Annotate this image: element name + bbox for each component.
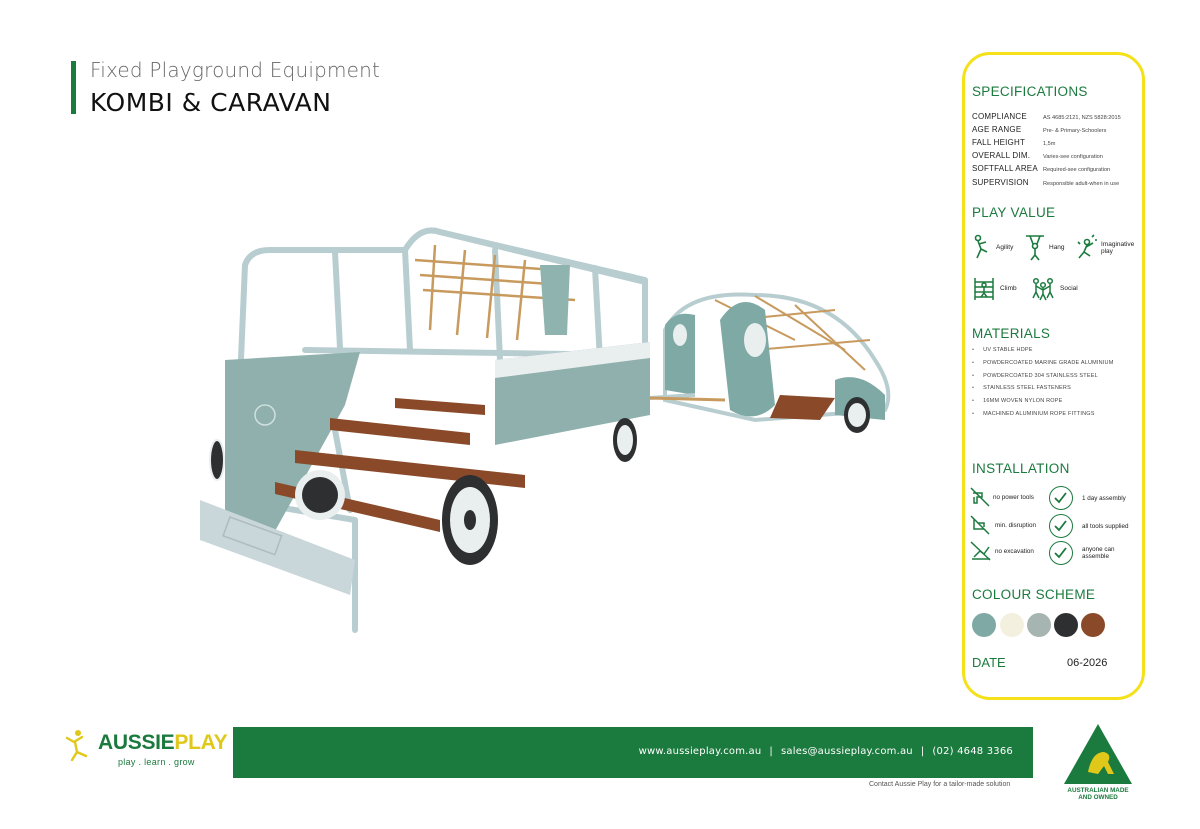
email-link[interactable]: sales@aussieplay.com.au	[781, 746, 913, 757]
logo-word-play: PLAY	[174, 731, 228, 754]
spec-value: Varies-see configuration	[1043, 154, 1103, 160]
list-item: 16MM WOVEN NYLON ROPE	[972, 398, 1114, 411]
spec-row: SUPERVISION Responsible adult-when in use	[972, 178, 1142, 187]
date-label: DATE	[972, 655, 1006, 670]
website-link[interactable]: www.aussieplay.com.au	[638, 746, 762, 757]
installation-label: 1 day assembly	[1082, 494, 1126, 502]
play-value-label: Agility	[996, 244, 1014, 252]
check-icon	[1049, 486, 1073, 510]
specifications-heading: SPECIFICATIONS	[972, 84, 1088, 99]
installation-label: min. disruption	[995, 521, 1036, 529]
list-item: STAINLESS STEEL FASTENERS	[972, 385, 1114, 398]
badge-line-1: AUSTRALIAN MADE	[1067, 787, 1128, 794]
imaginative-play-icon	[1077, 234, 1097, 259]
play-value-item: Agility	[972, 234, 1013, 262]
spec-key: SOFTFALL AREA	[972, 164, 1038, 173]
installation-item: 1 day assembly	[1049, 486, 1126, 510]
colour-swatch	[972, 613, 996, 637]
page-title: KOMBI & CARAVAN	[90, 88, 332, 117]
play-value-item: Hang	[1025, 234, 1065, 262]
play-value-item: Climb	[972, 276, 1017, 302]
installation-item: anyone can assemble	[1049, 541, 1132, 565]
spec-row: SOFTFALL AREA Required-see configuration	[972, 164, 1142, 173]
play-value-label: Social	[1060, 285, 1078, 293]
spec-value: Pre- & Primary-Schoolers	[1043, 128, 1107, 134]
aussie-play-logo	[65, 730, 88, 762]
colour-scheme-heading: COLOUR SCHEME	[972, 587, 1096, 602]
separator: |	[920, 746, 925, 757]
play-value-item: Imaginative play	[1075, 234, 1143, 262]
colour-swatch	[1000, 613, 1024, 637]
spec-key: OVERALL DIM.	[972, 151, 1031, 160]
logo-word-aussie: AUSSIE	[98, 731, 175, 754]
installation-label: no excavation	[995, 547, 1034, 555]
title-accent-bar	[71, 61, 76, 114]
product-illustration	[200, 227, 891, 633]
contact-info: www.aussieplay.com.au | sales@aussieplay.c…	[639, 746, 1013, 757]
materials-heading: MATERIALS	[972, 326, 1051, 341]
australian-made-logo: AUSTRALIAN MADE AND OWNED	[1064, 724, 1132, 801]
social-icon	[1032, 277, 1054, 301]
spec-key: COMPLIANCE	[972, 112, 1027, 121]
agility-icon	[974, 234, 988, 259]
play-value-label: Imaginative play	[1101, 240, 1135, 256]
spec-value: Required-see configuration	[1043, 167, 1111, 173]
logo-wordmark: AUSSIEPLAY	[98, 731, 228, 755]
spec-row: COMPLIANCE AS 4685:2121, NZS 5828:2015	[972, 112, 1142, 121]
play-value-label: Hang	[1049, 244, 1065, 252]
min-disruption-icon	[970, 515, 990, 535]
materials-list: UV STABLE HDPE POWDERCOATED MARINE GRADE…	[972, 347, 1114, 424]
play-value-item: Social	[1030, 276, 1078, 302]
spec-value: Responsible adult-when in use	[1043, 181, 1120, 187]
installation-item: min. disruption	[970, 515, 1036, 535]
spec-key: SUPERVISION	[972, 178, 1029, 187]
list-item: UV STABLE HDPE	[972, 347, 1114, 360]
colour-swatch	[1027, 613, 1051, 637]
check-icon	[1049, 541, 1073, 565]
footer-tagline: Contact Aussie Play for a tailor-made so…	[869, 781, 1011, 788]
list-item: POWDERCOATED MARINE GRADE ALUMINIUM	[972, 360, 1114, 373]
spec-value: 1,5m	[1043, 141, 1056, 147]
hang-icon	[1026, 235, 1044, 261]
spec-value: AS 4685:2121, NZS 5828:2015	[1043, 115, 1121, 121]
spec-row: OVERALL DIM. Varies-see configuration	[972, 151, 1142, 160]
spec-row: FALL HEIGHT 1,5m	[972, 138, 1142, 147]
separator: |	[769, 746, 773, 757]
check-icon	[1049, 514, 1073, 538]
installation-label: no power tools	[993, 493, 1034, 501]
installation-label: anyone can assemble	[1082, 546, 1115, 560]
play-value-heading: PLAY VALUE	[972, 205, 1056, 220]
date-value: 06-2026	[1067, 657, 1108, 669]
list-item: MACHINED ALUMINIUM ROPE FITTINGS	[972, 411, 1114, 424]
installation-item: all tools supplied	[1049, 514, 1129, 538]
spec-key: AGE RANGE	[972, 125, 1022, 134]
phone-number: (02) 4648 3366	[932, 746, 1013, 757]
page-subtitle: Fixed Playground Equipment	[90, 58, 381, 82]
no-power-tools-icon	[970, 487, 990, 507]
installation-item: no power tools	[970, 487, 1034, 507]
climb-icon	[974, 278, 994, 300]
spec-row: AGE RANGE Pre- & Primary-Schoolers	[972, 125, 1142, 134]
play-value-label: Climb	[1000, 285, 1017, 293]
installation-heading: INSTALLATION	[972, 461, 1070, 476]
spec-key: FALL HEIGHT	[972, 138, 1026, 147]
list-item: POWDERCOATED 304 STAINLESS STEEL	[972, 373, 1114, 386]
footer-bar: www.aussieplay.com.au | sales@aussieplay.c…	[233, 727, 1033, 778]
installation-label: all tools supplied	[1082, 522, 1129, 530]
colour-swatch	[1054, 613, 1078, 637]
colour-swatch	[1081, 613, 1105, 637]
logo-tagline: play . learn . grow	[118, 757, 195, 767]
no-excavation-icon	[970, 541, 991, 561]
installation-item: no excavation	[970, 541, 1034, 561]
badge-line-2: AND OWNED	[1078, 794, 1118, 801]
